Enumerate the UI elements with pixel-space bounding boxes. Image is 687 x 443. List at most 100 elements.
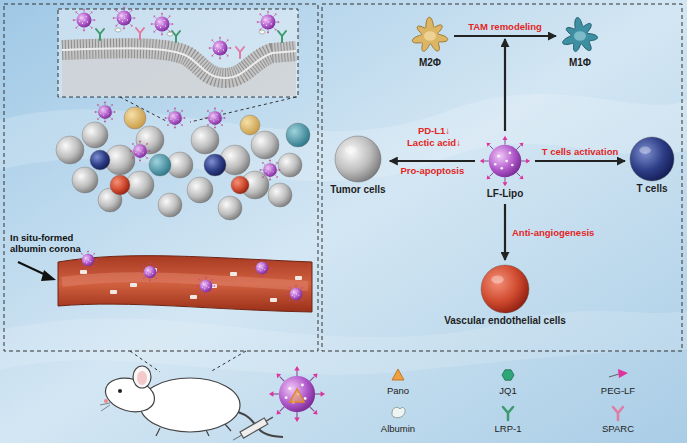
legend-icon <box>392 407 405 417</box>
liposome-shape <box>480 136 530 186</box>
blood-vessel <box>110 290 117 294</box>
membrane-inset <box>58 6 298 97</box>
liposome-figure <box>290 389 304 402</box>
pointer-arrow <box>504 39 506 131</box>
membrane-inset <box>167 32 173 36</box>
membrane-inset <box>62 48 296 78</box>
cell-label: M2Φ <box>419 57 441 69</box>
cell-label: M1Φ <box>569 57 591 69</box>
mouse-figure <box>133 366 151 388</box>
tumor-cluster <box>129 140 150 161</box>
flow-arrow <box>18 262 56 281</box>
blood-vessel <box>295 276 302 280</box>
legend-icon <box>609 374 619 377</box>
membrane-inset <box>62 48 296 78</box>
legend-entry: PEG-LF <box>601 385 635 396</box>
cell-node: M1Φ <box>558 14 602 71</box>
cell-shape <box>481 265 529 313</box>
tumor-cluster <box>72 167 98 193</box>
blood-vessel <box>58 256 312 312</box>
cell-icon <box>334 135 382 183</box>
tumor-cluster <box>268 183 292 207</box>
tumor-cluster <box>218 196 242 220</box>
blood-vessel <box>130 283 137 287</box>
edge-label: TAM remodeling <box>468 21 542 32</box>
macrophage-shape <box>412 17 447 51</box>
membrane-inset <box>259 30 265 34</box>
membrane-inset <box>136 28 144 39</box>
membrane-inset <box>256 10 279 33</box>
membrane-inset <box>58 9 298 97</box>
mouse-figure <box>266 417 273 421</box>
legend-icon <box>503 407 513 420</box>
cell-shape <box>335 136 381 182</box>
membrane-inset <box>62 48 296 96</box>
cell-node: T cells <box>627 134 677 197</box>
blood-vessel <box>196 276 215 295</box>
flow-arrow <box>41 270 56 281</box>
membrane-inset <box>208 36 231 59</box>
membrane-inset <box>62 48 296 78</box>
legend-icon <box>392 369 628 420</box>
tumor-cluster <box>90 150 110 170</box>
blood-vessel <box>78 250 97 269</box>
tumor-cluster <box>158 193 182 217</box>
membrane-inset <box>150 12 173 35</box>
liposome-figure <box>269 366 325 422</box>
tumor-cluster <box>204 107 225 128</box>
effect-arrow <box>504 204 506 260</box>
cell-label: LF-Lipo <box>487 188 524 200</box>
zoom-line <box>120 97 296 372</box>
membrane-inset <box>72 8 95 31</box>
tumor-cluster <box>278 153 302 177</box>
liposome-figure <box>269 366 325 422</box>
cell-icon <box>560 16 600 56</box>
tumor-cluster <box>56 101 310 220</box>
mouse-figure <box>231 414 274 443</box>
macrophage-nucleus <box>574 31 586 41</box>
blood-vessel <box>270 298 277 302</box>
legend-entry: JQ1 <box>499 385 516 396</box>
effect-arrow <box>390 160 475 162</box>
tumor-cluster <box>240 115 260 135</box>
tumor-cluster <box>164 107 185 128</box>
tumor-cluster <box>191 126 219 154</box>
legend-icon <box>618 369 628 378</box>
mouse-figure <box>140 378 240 432</box>
membrane-inset <box>115 28 265 36</box>
cell-label: T cells <box>636 183 667 195</box>
cell-node: Tumor cells <box>328 133 387 198</box>
cell-node: Vascular endothelial cells <box>442 262 568 329</box>
cell-label: Tumor cells <box>330 184 385 196</box>
blood-vessel <box>190 295 197 299</box>
cell-label: Vascular endothelial cells <box>444 315 566 327</box>
legend-entry: LRP-1 <box>495 423 522 434</box>
mouse-figure <box>104 399 108 403</box>
cell-highlight <box>345 146 357 154</box>
annotation: In situ-formed albumin corona <box>10 232 92 254</box>
edge-label: T cells activation <box>542 146 619 157</box>
zoom-line <box>210 351 246 372</box>
tumor-cluster <box>56 136 84 164</box>
mouse-figure <box>240 418 268 438</box>
blood-vessel <box>80 268 302 302</box>
legend-icon <box>392 369 404 380</box>
legend-label: LRP-1 <box>495 423 522 434</box>
cell-highlight <box>491 276 504 284</box>
tumor-cluster <box>187 177 213 203</box>
tumor-cluster <box>286 123 310 147</box>
effect-label: PD-L1↓ <box>418 125 450 136</box>
background <box>0 310 687 375</box>
tumor-cluster <box>82 122 108 148</box>
tumor-cluster <box>124 107 146 129</box>
panel-frame <box>322 4 682 351</box>
mouse-figure <box>137 371 147 385</box>
legend-label: Pano <box>387 385 409 396</box>
legend-icon <box>502 370 514 380</box>
mouse-figure <box>233 435 242 440</box>
membrane-inset <box>96 28 286 58</box>
blood-vessel <box>80 270 87 274</box>
legend-entry: SPARC <box>602 423 634 434</box>
